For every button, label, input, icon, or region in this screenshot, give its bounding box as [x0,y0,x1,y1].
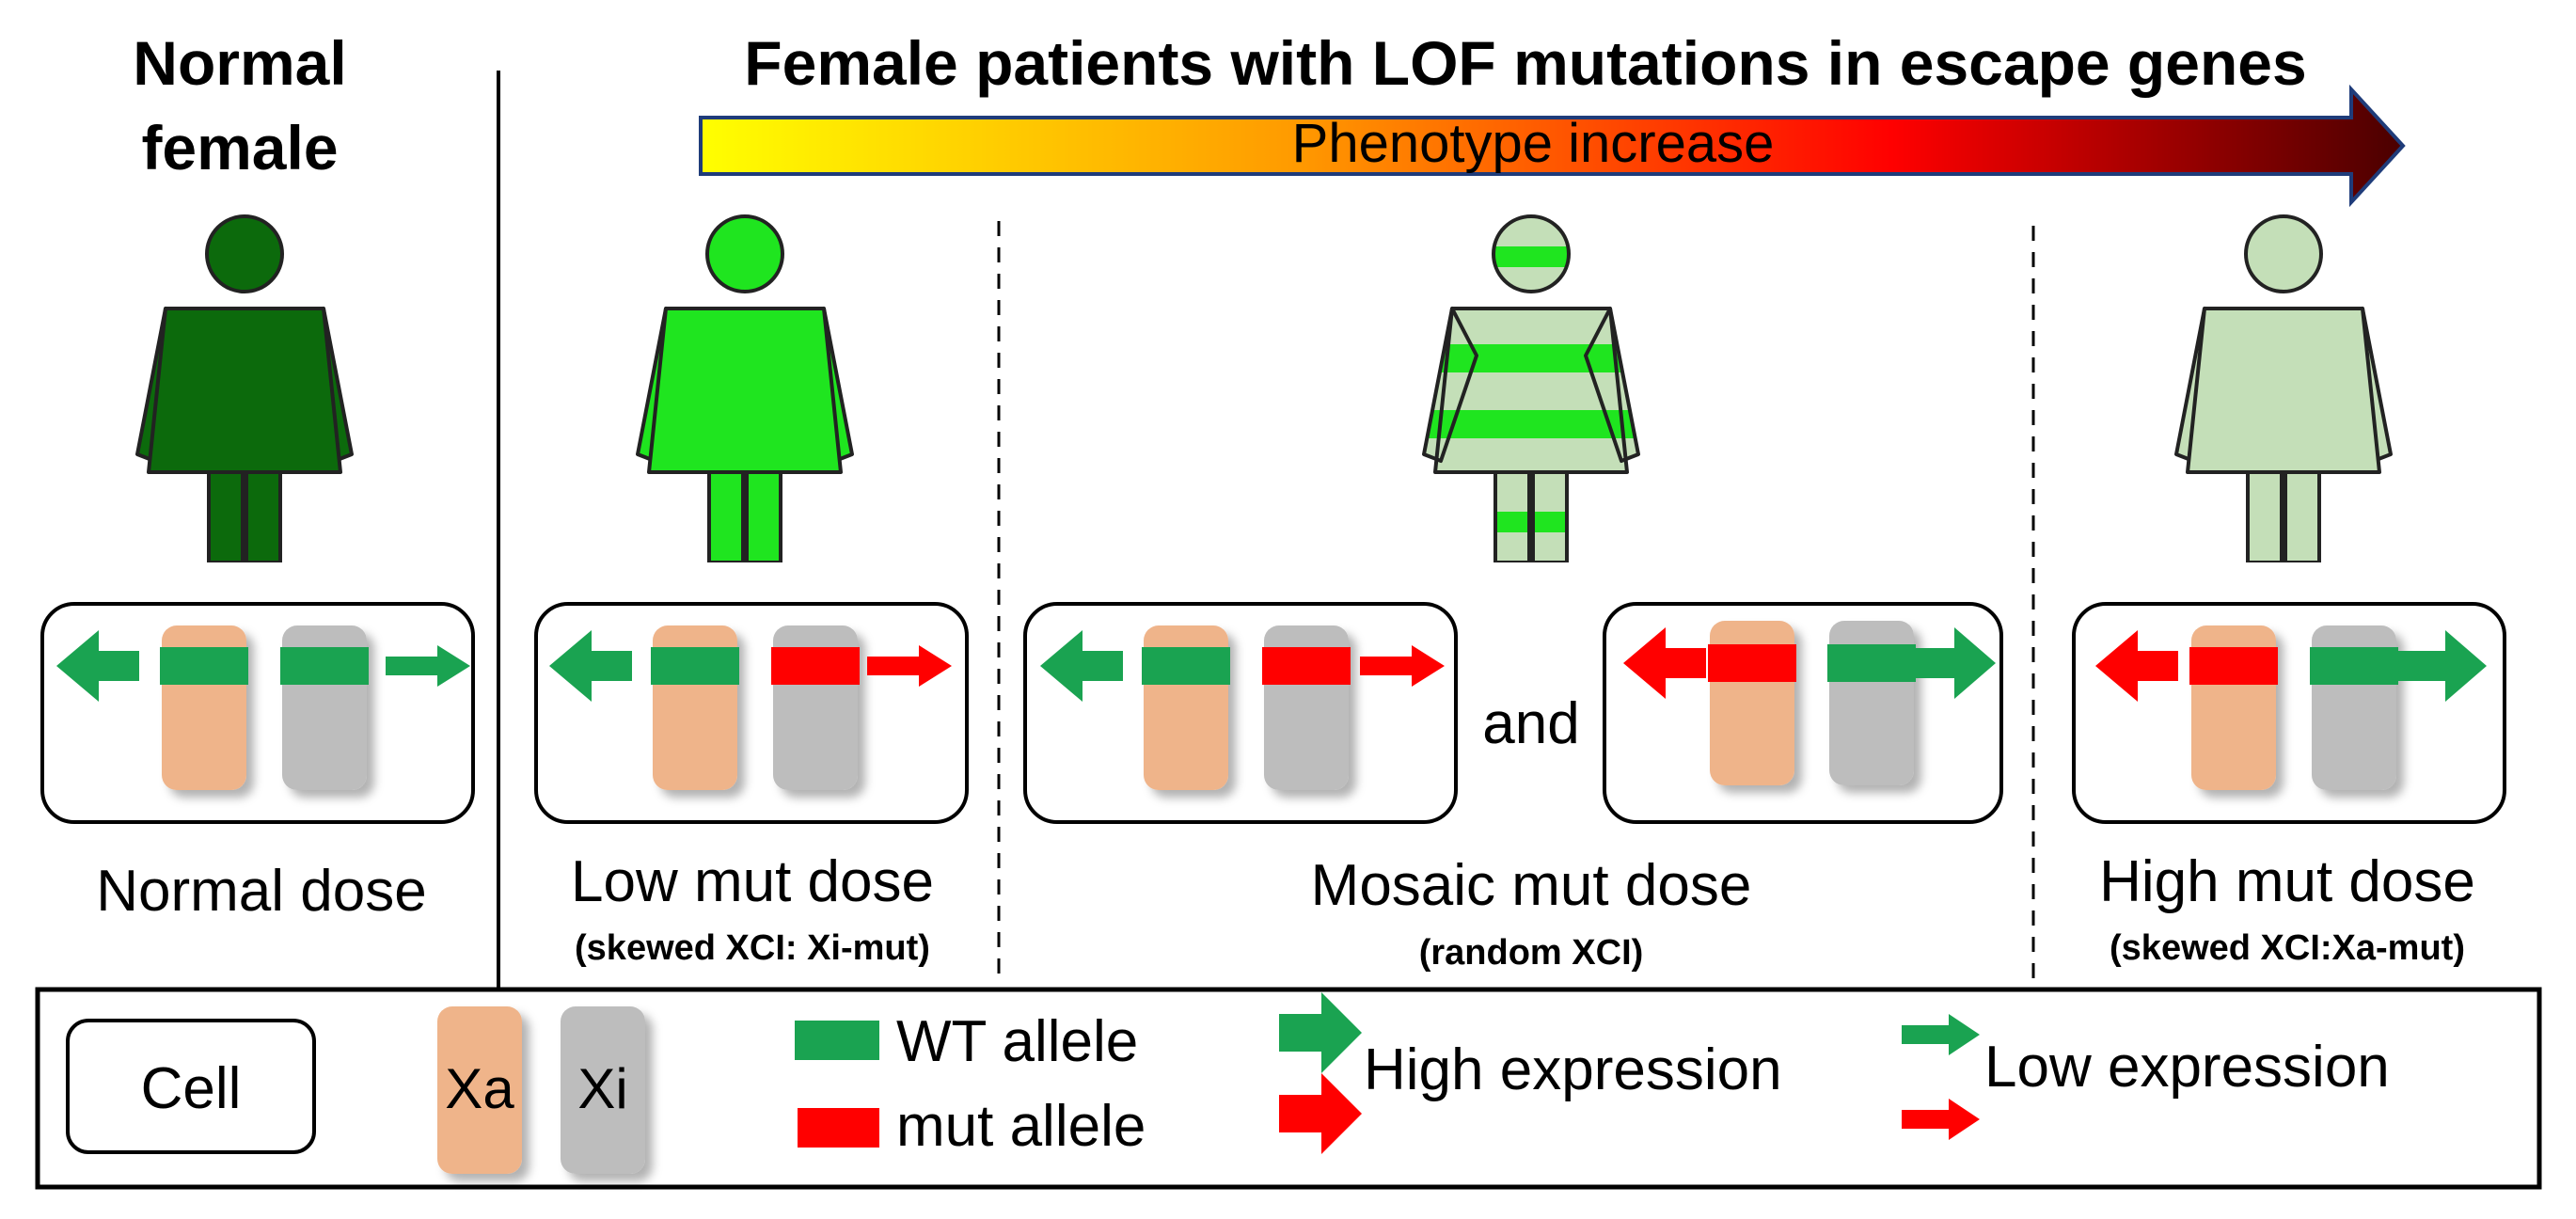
low-expression-arrow [1360,645,1445,687]
legend-high-expression-label: High expression [1364,1037,1782,1102]
legend-mut-allele-label: mut allele [896,1094,1146,1159]
wt-allele [160,647,248,685]
high-mut-dose-label: High mut dose [2099,849,2475,914]
main-title: Female patients with LOF mutations in es… [744,28,2306,98]
low-expression-arrow [867,645,952,687]
legend-high-expression-green-arrow [1279,992,1362,1073]
mosaic-mut-dose-sublabel: (random XCI) [1419,933,1644,973]
mut-allele [771,647,860,685]
low-mut-dose-label: Low mut dose [571,849,934,914]
left-title-line1: Normal [133,28,346,98]
low-expression-arrow [386,645,470,687]
legend-high-expression-red-arrow [1279,1073,1362,1154]
cell-normal [40,602,475,824]
legend-xa-label: Xa [445,1057,514,1120]
mut-allele [1708,644,1796,682]
high-expression-arrow [2398,630,2487,702]
wt-allele [1142,647,1230,685]
wt-allele [280,647,369,685]
cell-high-mut [2072,602,2506,824]
low-mut-dose-sublabel: (skewed XCI: Xi-mut) [575,928,930,968]
mut-allele [1262,647,1351,685]
woman-figure-low-mut [636,214,854,562]
high-expression-arrow [1623,627,1706,699]
wt-allele [2310,647,2398,685]
high-mut-dose-sublabel: (skewed XCI:Xa-mut) [2110,928,2465,968]
wt-allele [651,647,739,685]
legend-cell-box [66,1019,316,1154]
legend-low-expression-green-arrow [1902,1014,1980,1055]
left-title-line2: female [141,113,338,182]
legend-xa-chromosome [437,1006,522,1174]
normal-dose-label: Normal dose [96,859,426,924]
high-expression-arrow [2095,630,2178,702]
cell-low-mut [534,602,969,824]
cell-mosaic-b [1603,602,2003,824]
wt-allele [1827,644,1916,682]
mut-allele [2189,647,2278,685]
legend-mut-allele-swatch [798,1108,879,1148]
legend-xi-chromosome [561,1006,645,1174]
legend-cell-label: Cell [141,1056,242,1121]
high-expression-arrow [56,630,139,702]
mosaic-mut-dose-label: Mosaic mut dose [1311,853,1752,918]
gradient-label: Phenotype increase [1292,113,1775,174]
legend-wt-allele-label: WT allele [896,1009,1138,1074]
phenotype-gradient-arrow [699,84,2406,208]
legend: Cell Xa Xi WT allele mut allele High exp… [35,987,2542,1190]
legend-xi-label: Xi [577,1057,627,1120]
high-expression-arrow [1040,630,1123,702]
woman-figure-normal [135,214,354,562]
woman-figure-mosaic [1422,214,1640,562]
legend-low-expression-red-arrow [1902,1099,1980,1140]
legend-wt-allele-swatch [795,1021,879,1060]
woman-figure-high-mut [2174,214,2393,562]
high-expression-arrow [1916,627,1996,699]
cell-mosaic-a [1023,602,1458,824]
high-expression-arrow [549,630,632,702]
mosaic-joiner: and [1482,691,1579,756]
legend-low-expression-label: Low expression [1984,1035,2390,1100]
